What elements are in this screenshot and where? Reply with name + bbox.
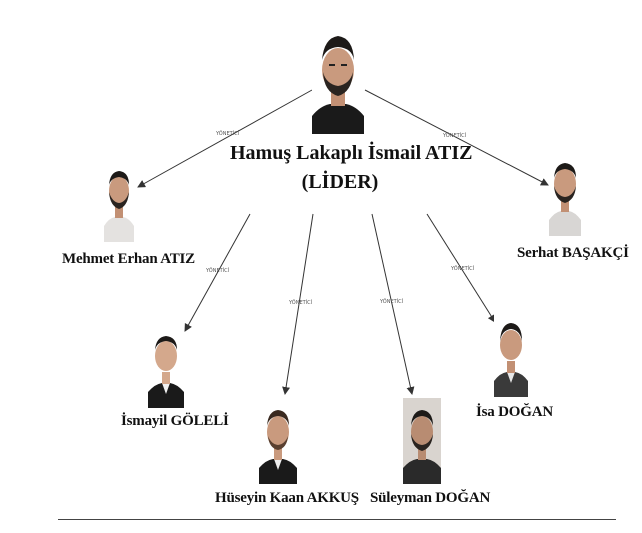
leader-name: Hamuş Lakaplı İsmail ATIZ (LİDER)	[230, 142, 473, 194]
edge-label-ismayil: YÖNETİCİ	[206, 268, 230, 274]
ismayil-name: İsmayil GÖLELİ	[121, 413, 229, 429]
serhat-name: Serhat BAŞAKÇİ	[517, 245, 629, 261]
edge-label-mehmet: YÖNETİCİ	[216, 131, 240, 137]
edge-huseyin	[282, 213, 314, 395]
serhat-photo	[549, 150, 581, 236]
ismayil-photo	[148, 324, 184, 408]
isa-name: İsa DOĞAN	[476, 404, 553, 420]
isa-photo	[494, 313, 528, 397]
edge-label-isa: YÖNETİCİ	[451, 266, 475, 272]
suleyman-name: Süleyman DOĞAN	[370, 490, 491, 506]
edge-ismayil	[184, 213, 251, 332]
huseyin-name: Hüseyin Kaan AKKUŞ	[215, 490, 359, 506]
edge-suleyman	[371, 213, 415, 395]
mehmet-name: Mehmet Erhan ATIZ	[62, 251, 195, 267]
edge-serhat	[364, 89, 549, 186]
leader-title: (LİDER)	[301, 171, 379, 193]
edge-isa	[426, 213, 496, 323]
edge-label-suleyman: YÖNETİCİ	[380, 299, 404, 305]
suleyman-photo	[403, 398, 441, 484]
edge-label-huseyin: YÖNETİCİ	[289, 300, 313, 306]
huseyin-photo	[259, 398, 297, 484]
bottom-divider	[58, 519, 616, 520]
mehmet-photo	[104, 158, 134, 242]
leader-name-line1: Hamuş Lakaplı İsmail ATIZ	[230, 142, 473, 164]
leader-photo	[312, 20, 364, 134]
edge-label-serhat: YÖNETİCİ	[443, 133, 467, 139]
edge-mehmet	[137, 89, 313, 188]
